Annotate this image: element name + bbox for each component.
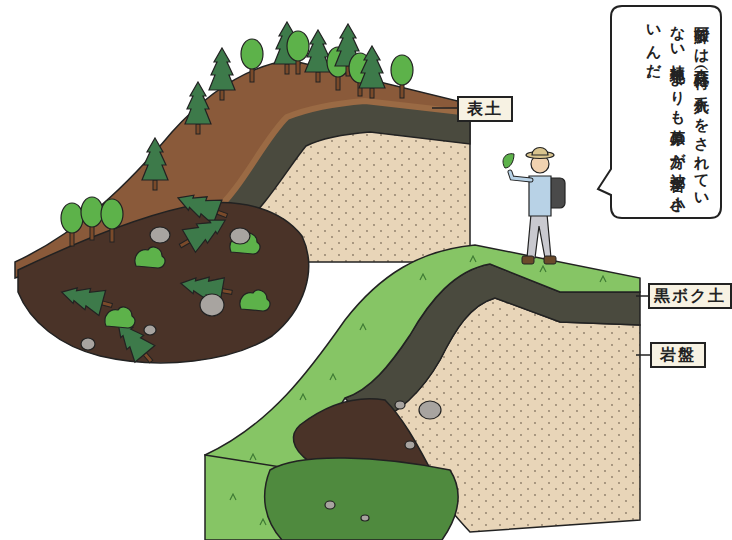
layer-name: 黒ボク土 <box>654 286 726 307</box>
broadleaf-tree <box>241 39 263 82</box>
rock <box>150 227 170 243</box>
conifer <box>305 30 331 82</box>
bubble-shape <box>598 6 721 218</box>
leader-line <box>432 107 457 109</box>
forest-trees <box>61 22 413 246</box>
broadleaf-tree <box>81 197 103 240</box>
rock <box>395 401 405 409</box>
rock <box>361 515 369 521</box>
hiker-arm <box>510 172 531 180</box>
layer-name: 岩盤 <box>660 345 696 366</box>
rock <box>81 338 95 350</box>
broadleaf-tree <box>61 203 83 246</box>
conifer <box>209 48 235 100</box>
rock <box>200 294 224 316</box>
fallen-conifer <box>58 280 115 319</box>
layer-label: 表土 <box>457 96 513 122</box>
conifer <box>142 138 168 190</box>
broadleaf-tree <box>101 199 123 242</box>
slid-turf <box>265 458 459 540</box>
speech-text: 阿蘇では森林（特に手入れをされていない植林地）よりも草原の方が被害が小さいんだ。 <box>618 15 714 209</box>
hat <box>532 148 548 156</box>
hiker-pants <box>527 214 551 258</box>
boot <box>544 256 556 264</box>
rock <box>230 228 250 244</box>
rock <box>419 401 441 419</box>
topsoil-layer <box>212 101 470 214</box>
grass-tufts <box>230 256 606 525</box>
speech-bubble: 阿蘇では森林（特に手入れをされていない植林地）よりも草原の方が被害が小さいんだ。 <box>610 5 722 219</box>
fallen-debris <box>58 186 270 370</box>
rock <box>144 325 156 335</box>
fallen-conifer <box>174 209 232 258</box>
rock <box>405 441 415 449</box>
layer-label: 岩盤 <box>650 342 706 368</box>
hiker <box>503 148 565 265</box>
broadleaf-tree <box>287 31 309 74</box>
broadleaf-tree <box>391 55 413 98</box>
leader-line <box>636 295 648 297</box>
rock <box>325 501 335 509</box>
bush <box>135 247 165 268</box>
hiker-arm <box>510 172 531 180</box>
layer-name: 表土 <box>467 99 503 120</box>
leader-line <box>636 354 650 356</box>
leaf <box>503 154 514 168</box>
bush <box>240 290 270 311</box>
layer-label: 黒ボク土 <box>648 283 732 309</box>
conifer <box>185 82 211 134</box>
conifer <box>359 46 385 98</box>
boot <box>522 256 534 264</box>
grassland-surface <box>205 245 640 470</box>
bush <box>105 307 135 328</box>
landslide-debris <box>18 202 309 362</box>
bedrock-face <box>210 102 470 262</box>
